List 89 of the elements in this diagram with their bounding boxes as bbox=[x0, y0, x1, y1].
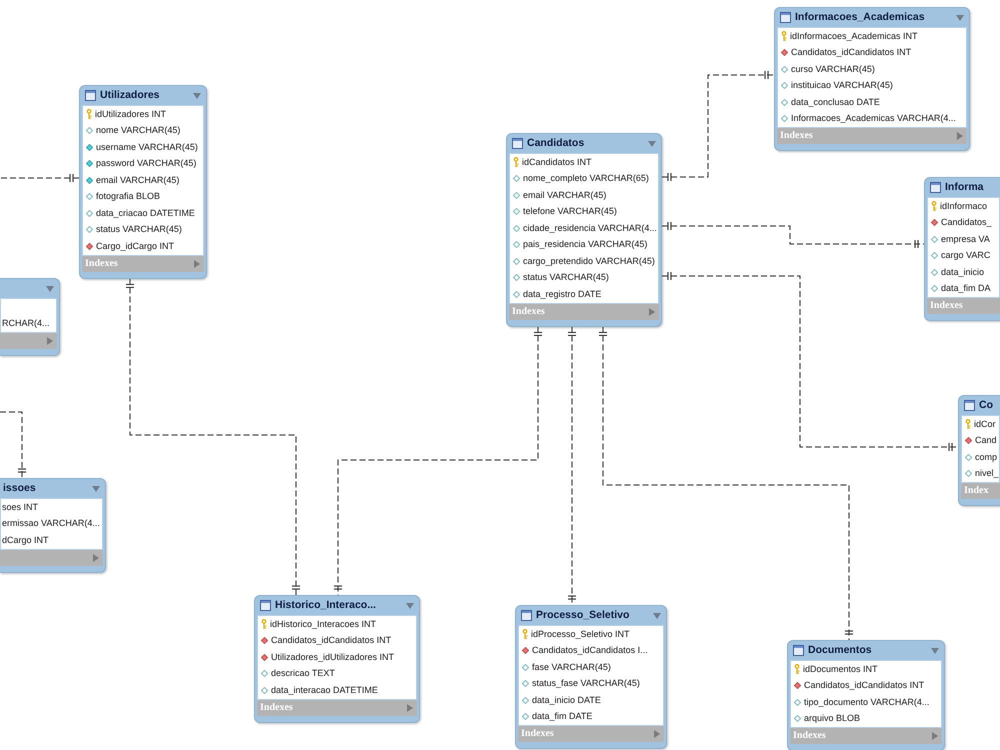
column-name: cidade_residencia VARCHAR(4... bbox=[523, 224, 657, 233]
column-name: cargo_pretendido VARCHAR(45) bbox=[523, 256, 655, 266]
column-name: data_inicio bbox=[941, 268, 984, 277]
column-name: Informacoes_Academicas VARCHAR(4... bbox=[791, 114, 956, 124]
entity-table bbox=[79, 85, 207, 278]
column-name: Cargo_idCargo INT bbox=[96, 242, 174, 251]
indexes-label: Indexes bbox=[512, 306, 545, 316]
column-name: instituicao VARCHAR(45) bbox=[791, 81, 893, 90]
indexes-label: Indexes bbox=[260, 702, 293, 712]
column-name: Utilizadores_idUtilizadores INT bbox=[271, 652, 394, 662]
column-name: Candidatos_idCandidatos INT bbox=[271, 636, 392, 646]
column-name: Candidatos_ bbox=[941, 218, 992, 228]
entity-table bbox=[506, 133, 662, 326]
indexes-label: Indexes bbox=[780, 131, 813, 141]
column-name: nome VARCHAR(45) bbox=[96, 126, 180, 136]
column-name: ermissao VARCHAR(4... bbox=[2, 519, 100, 528]
column-name: username VARCHAR(45) bbox=[96, 142, 198, 152]
column-name: nome_completo VARCHAR(65) bbox=[523, 174, 649, 184]
column-name: idHistorico_Interacoes INT bbox=[270, 620, 376, 629]
entity-table bbox=[787, 640, 945, 750]
relationship-line bbox=[126, 278, 300, 596]
column-name: idDocumentos INT bbox=[803, 664, 878, 674]
table-title: Processo_Seletivo bbox=[536, 610, 630, 621]
column-name: telefone VARCHAR(45) bbox=[523, 207, 617, 216]
column-name: pais_residencia VARCHAR(45) bbox=[523, 240, 648, 250]
table-title: Candidatos bbox=[527, 138, 584, 149]
column-name: fase VARCHAR(45) bbox=[532, 662, 611, 672]
column-name: dCargo INT bbox=[2, 536, 49, 545]
column-name: data_interacao DATETIME bbox=[271, 686, 378, 695]
column-name: curso VARCHAR(45) bbox=[791, 64, 875, 74]
column-name: Cand bbox=[975, 436, 997, 446]
indexes-label: Indexes bbox=[793, 731, 826, 741]
column-name: data_criacao DATETIME bbox=[96, 208, 195, 218]
column-name: arquivo BLOB bbox=[804, 714, 860, 724]
entity-table bbox=[774, 7, 970, 151]
relationship-line bbox=[334, 326, 542, 596]
relationship-line bbox=[568, 326, 576, 606]
column-name: tipo_documento VARCHAR(4... bbox=[804, 698, 930, 707]
column-name: nivel_ bbox=[975, 469, 999, 478]
table-title: Documentos bbox=[808, 645, 872, 656]
column-name: data_registro DATE bbox=[523, 290, 602, 299]
relationship-line bbox=[662, 272, 958, 451]
column-name: idCandidatos INT bbox=[522, 158, 592, 167]
table-title: issoes bbox=[3, 483, 36, 494]
column-name: status_fase VARCHAR(45) bbox=[532, 679, 640, 688]
column-name: data_fim DATE bbox=[532, 712, 592, 722]
indexes-label: Indexes bbox=[521, 729, 554, 739]
column-name: email VARCHAR(45) bbox=[96, 176, 180, 185]
column-name: soes INT bbox=[2, 502, 38, 512]
table-title: Informa bbox=[945, 182, 984, 193]
relationship-line bbox=[662, 222, 924, 248]
column-name: idInformaco bbox=[940, 202, 988, 211]
table-title: Co bbox=[979, 400, 993, 411]
relationship-line bbox=[0, 174, 80, 182]
indexes-label: Index bbox=[964, 486, 988, 496]
indexes-label: Indexes bbox=[85, 258, 118, 268]
entity-table bbox=[924, 177, 1000, 321]
entity-table bbox=[958, 395, 1000, 506]
column-name: idCor bbox=[974, 420, 996, 429]
column-name: idInformacoes_Academicas INT bbox=[790, 32, 918, 41]
column-name: Candidatos_idCandidatos INT bbox=[791, 48, 912, 58]
relationship-line bbox=[599, 326, 853, 640]
column-name: Candidatos_idCandidatos INT bbox=[804, 681, 924, 690]
column-name: RCHAR(4... bbox=[2, 319, 50, 328]
column-name: password VARCHAR(45) bbox=[96, 159, 196, 168]
column-name: idProcesso_Seletivo INT bbox=[531, 630, 630, 639]
column-name: data_inicio DATE bbox=[532, 696, 601, 705]
column-name: data_conclusao DATE bbox=[791, 98, 880, 107]
entity-table bbox=[0, 278, 60, 356]
column-name: data_fim DA bbox=[941, 284, 991, 294]
column-name: fotografia BLOB bbox=[96, 192, 160, 202]
column-name: Candidatos_idCandidatos I... bbox=[532, 646, 648, 656]
column-name: empresa VA bbox=[941, 234, 990, 244]
table-title: Informacoes_Academicas bbox=[795, 12, 925, 23]
column-name: email VARCHAR(45) bbox=[523, 190, 606, 200]
indexes-label: Indexes bbox=[930, 301, 963, 311]
relationship-line bbox=[662, 71, 774, 181]
column-name: status VARCHAR(45) bbox=[96, 225, 182, 234]
entity-table bbox=[254, 595, 420, 722]
column-name: cargo VARC bbox=[941, 251, 990, 260]
entity-table bbox=[515, 605, 667, 749]
relationship-line bbox=[0, 412, 26, 478]
table-title: Historico_Interaco... bbox=[275, 600, 376, 611]
column-name: descricao TEXT bbox=[271, 669, 335, 678]
table-title: Utilizadores bbox=[100, 90, 160, 101]
column-name: idUtilizadores INT bbox=[95, 110, 166, 119]
entity-table bbox=[0, 478, 106, 572]
column-name: status VARCHAR(45) bbox=[523, 273, 609, 282]
column-name: comp bbox=[975, 452, 998, 462]
